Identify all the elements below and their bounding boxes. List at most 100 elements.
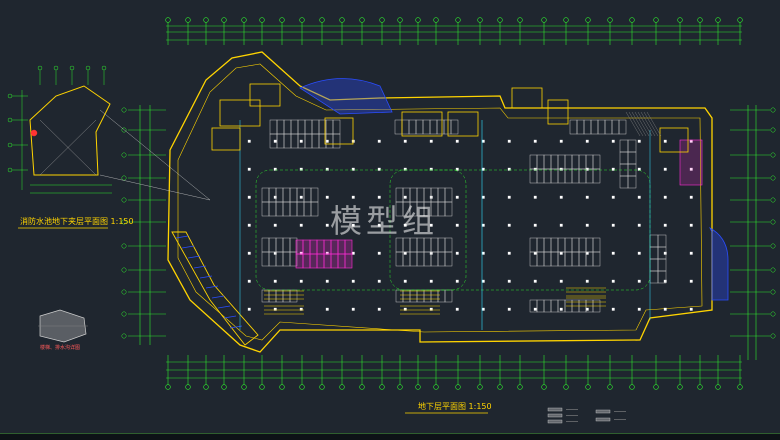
parking-stall-icon bbox=[604, 119, 613, 135]
stair-icon bbox=[175, 235, 189, 239]
column-icon bbox=[585, 307, 589, 311]
parking-stall-icon bbox=[395, 251, 404, 267]
column-icon bbox=[559, 307, 563, 311]
parking-stall-icon bbox=[437, 251, 446, 267]
column-icon bbox=[429, 139, 433, 143]
room-block bbox=[219, 99, 261, 127]
room-block bbox=[511, 87, 543, 109]
grid-bubble-icon bbox=[433, 17, 439, 23]
parking-stall-icon bbox=[583, 119, 592, 135]
parking-stall-icon bbox=[268, 289, 277, 303]
grid-bubble-icon bbox=[563, 384, 569, 390]
column-icon bbox=[247, 251, 251, 255]
grid-bubble-icon bbox=[165, 384, 171, 390]
parking-stall-icon bbox=[592, 251, 601, 267]
parking-stall-icon bbox=[311, 133, 320, 149]
parking-stall-icon bbox=[416, 289, 425, 303]
column-icon bbox=[637, 195, 641, 199]
highlighted-stall bbox=[302, 239, 311, 255]
parking-stall-icon bbox=[578, 251, 587, 267]
grid-bubble-icon bbox=[69, 65, 75, 71]
grid-bubble-icon bbox=[221, 17, 227, 23]
column-icon bbox=[559, 167, 563, 171]
grid-bubble-icon bbox=[203, 384, 209, 390]
parking-stall-icon bbox=[590, 119, 599, 135]
parking-stall-icon bbox=[627, 175, 637, 189]
grid-bubble-icon bbox=[319, 384, 325, 390]
parking-stall-icon bbox=[332, 119, 341, 135]
water-tank-outline bbox=[29, 85, 111, 176]
column-icon bbox=[247, 223, 251, 227]
column-icon bbox=[455, 167, 459, 171]
highlighted-stall bbox=[295, 239, 304, 255]
parking-stall-icon bbox=[536, 154, 545, 170]
grid-bubble-icon bbox=[7, 167, 13, 173]
column-icon bbox=[559, 279, 563, 283]
parking-stall-icon bbox=[557, 154, 566, 170]
column-icon bbox=[481, 223, 485, 227]
column-icon bbox=[663, 307, 667, 311]
driving-lane bbox=[389, 169, 651, 291]
parking-stall-icon bbox=[394, 119, 403, 135]
column-icon bbox=[559, 139, 563, 143]
grid-bubble-icon bbox=[653, 384, 659, 390]
column-icon bbox=[585, 279, 589, 283]
grid-bubble-icon bbox=[629, 17, 635, 23]
parking-stall-icon bbox=[437, 187, 446, 203]
column-icon bbox=[351, 223, 355, 227]
parking-stall-icon bbox=[569, 119, 578, 135]
column-icon bbox=[637, 279, 641, 283]
parking-stall-icon bbox=[578, 237, 587, 253]
hatch-line bbox=[637, 111, 653, 137]
grid-bubble-icon bbox=[121, 152, 127, 158]
parking-stall-icon bbox=[627, 139, 637, 153]
grid-bubble-icon bbox=[121, 219, 127, 225]
parking-stall-icon bbox=[401, 119, 410, 135]
parking-stall-icon bbox=[290, 119, 299, 135]
highlighted-area bbox=[679, 139, 703, 186]
water-plan-title: 消防水池地下夹层平面图 1:150 bbox=[20, 217, 134, 226]
column-icon bbox=[247, 167, 251, 171]
parking-stall-icon bbox=[332, 133, 341, 149]
column-icon bbox=[377, 307, 381, 311]
column-icon bbox=[377, 279, 381, 283]
parking-stall-icon bbox=[282, 187, 291, 203]
grid-bubble-icon bbox=[121, 175, 127, 181]
parking-stall-icon bbox=[649, 270, 659, 284]
parking-stall-icon bbox=[275, 187, 284, 203]
column-icon bbox=[533, 195, 537, 199]
grid-bubble-icon bbox=[397, 17, 403, 23]
column-icon bbox=[533, 251, 537, 255]
legend-swatch bbox=[547, 413, 563, 418]
parking-stall-icon bbox=[444, 289, 453, 303]
parking-stall-icon bbox=[529, 168, 538, 184]
column-icon bbox=[481, 251, 485, 255]
parking-stall-icon bbox=[282, 201, 291, 217]
column-icon bbox=[689, 195, 693, 199]
grid-bubble-icon bbox=[697, 17, 703, 23]
diagonal-line bbox=[39, 119, 97, 176]
parking-stall-icon bbox=[443, 119, 452, 135]
parking-stall-icon bbox=[619, 151, 629, 165]
parking-stall-icon bbox=[269, 119, 278, 135]
parking-stall-icon bbox=[261, 289, 270, 303]
stair-icon bbox=[211, 295, 225, 299]
parking-stall-icon bbox=[416, 251, 425, 267]
legend-swatch bbox=[547, 419, 563, 424]
parking-stall-icon bbox=[261, 201, 270, 217]
grid-bubble-icon bbox=[629, 384, 635, 390]
parking-stall-icon bbox=[289, 251, 298, 267]
marker-icon bbox=[30, 129, 38, 137]
parking-stall-icon bbox=[283, 119, 292, 135]
grid-bubble-icon bbox=[715, 17, 721, 23]
column-icon bbox=[325, 251, 329, 255]
column-icon bbox=[429, 251, 433, 255]
column-icon bbox=[507, 195, 511, 199]
column-icon bbox=[611, 167, 615, 171]
column-icon bbox=[377, 195, 381, 199]
column-icon bbox=[611, 139, 615, 143]
parking-stall-icon bbox=[649, 234, 659, 248]
column-icon bbox=[455, 139, 459, 143]
